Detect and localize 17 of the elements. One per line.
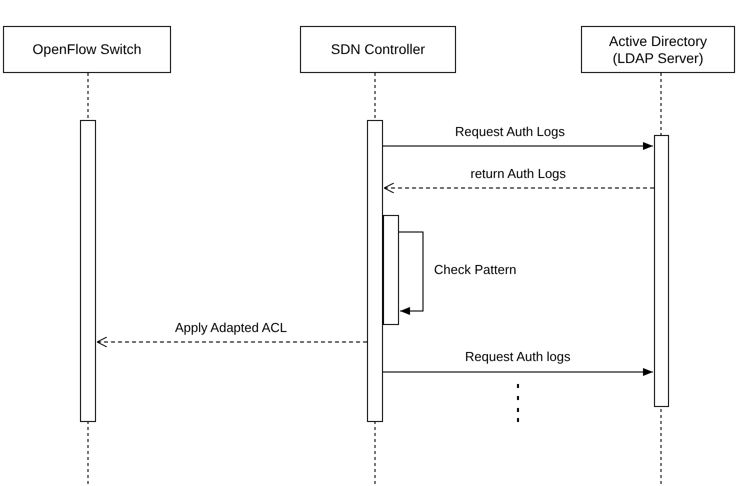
arrow <box>382 142 654 150</box>
participant-box: Active Directory (LDAP Server) <box>581 26 735 73</box>
participant-box: OpenFlow Switch <box>3 26 171 73</box>
activation-bar <box>367 120 383 422</box>
participant-box: SDN Controller <box>300 26 456 73</box>
edge-label: Apply Adapted ACL <box>173 320 290 335</box>
arrow <box>398 232 424 315</box>
activation-bar <box>654 135 669 407</box>
edge-label: return Auth Logs <box>468 166 568 181</box>
edge-label: Request Auth Logs <box>453 124 567 139</box>
activation-bar <box>80 120 96 422</box>
edge-label: Request Auth logs <box>463 349 573 364</box>
arrow <box>382 368 654 376</box>
edge-label: Check Pattern <box>432 262 518 277</box>
arrow <box>96 336 368 348</box>
activation-bar <box>383 215 399 325</box>
arrow <box>384 182 654 194</box>
